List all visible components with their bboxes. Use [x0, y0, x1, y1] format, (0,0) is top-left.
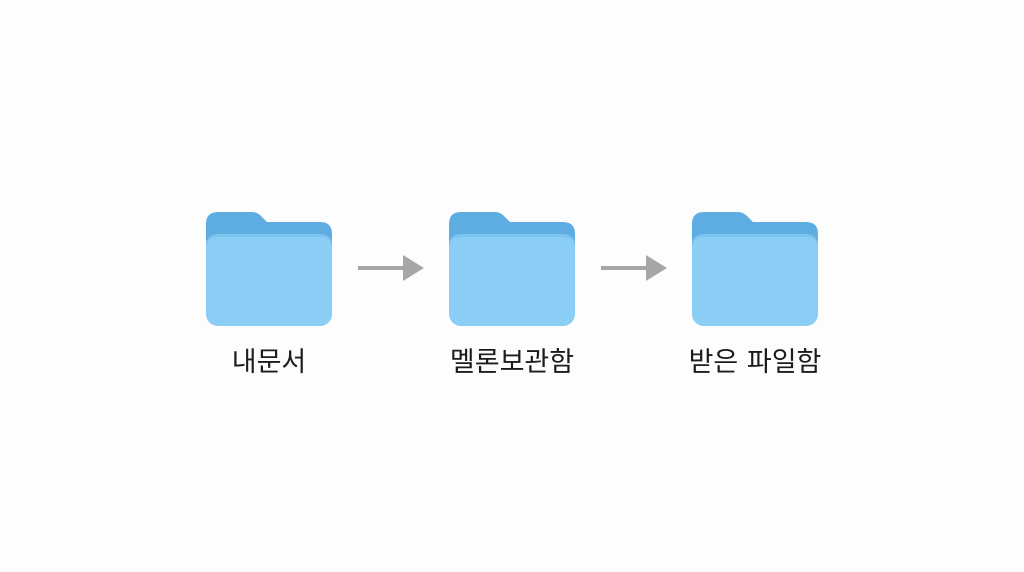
folder-label-my-documents: 내문서: [231, 347, 307, 378]
arrow-right-icon: [600, 253, 668, 283]
folder-icon-received-files[interactable]: [690, 210, 820, 328]
folder-icon: [692, 212, 818, 326]
folder-icon-melon-storage[interactable]: [447, 210, 577, 328]
folder-label-received-files: 받은 파일함: [688, 347, 822, 378]
folder-icon-my-documents[interactable]: [204, 210, 334, 328]
folder-label-melon-storage: 멜론보관함: [449, 347, 575, 378]
folder-icon: [206, 212, 332, 326]
folder-icon: [449, 212, 575, 326]
arrow-right-icon: [357, 253, 425, 283]
